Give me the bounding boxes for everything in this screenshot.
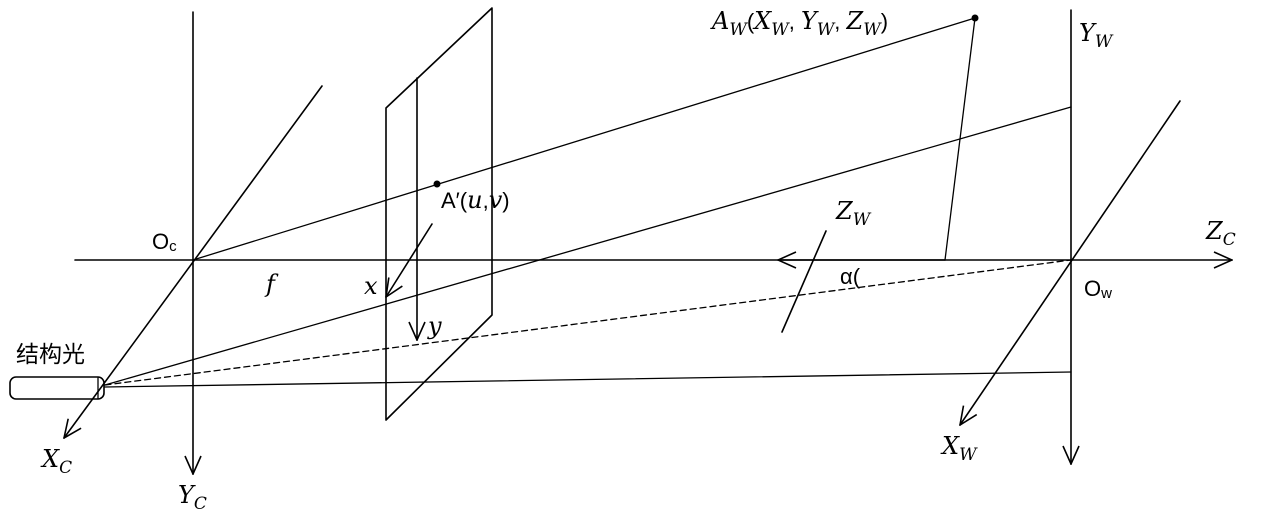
axis-zw-tick — [781, 230, 827, 333]
label-image-x: x — [364, 272, 378, 300]
label-image-y: y — [427, 312, 442, 340]
image-x-axis — [386, 223, 433, 297]
label-light-source: 结构光 — [16, 342, 85, 368]
light-ray-dashed — [104, 259, 1072, 386]
axis-xw-line — [960, 100, 1181, 425]
label-point-image: A′(u,v) — [441, 186, 510, 214]
image-plane — [385, 7, 493, 421]
label-focal-length: f — [264, 270, 279, 298]
light-ray-upper — [104, 106, 1072, 386]
label-angle: α( — [840, 264, 861, 289]
point-aw — [971, 14, 979, 22]
label-point-world: AW(XW, YW, ZW) — [710, 7, 888, 40]
label-axis-xw: XW — [940, 432, 978, 465]
projection-ray — [192, 17, 976, 261]
label-axis-xc: XC — [40, 445, 72, 478]
label-world-origin: Ow — [1084, 276, 1112, 302]
label-camera-origin: Oc — [152, 229, 177, 255]
label-axis-yc: YC — [178, 481, 207, 514]
label-axis-zw: ZW — [835, 197, 872, 230]
axis-xc-line — [64, 85, 323, 438]
light-ray-lower — [104, 371, 1072, 388]
point-a-prime — [433, 180, 441, 188]
label-axis-yw: YW — [1079, 19, 1114, 52]
light-source-device — [9, 376, 105, 400]
label-axis-zc: ZC — [1205, 217, 1236, 250]
